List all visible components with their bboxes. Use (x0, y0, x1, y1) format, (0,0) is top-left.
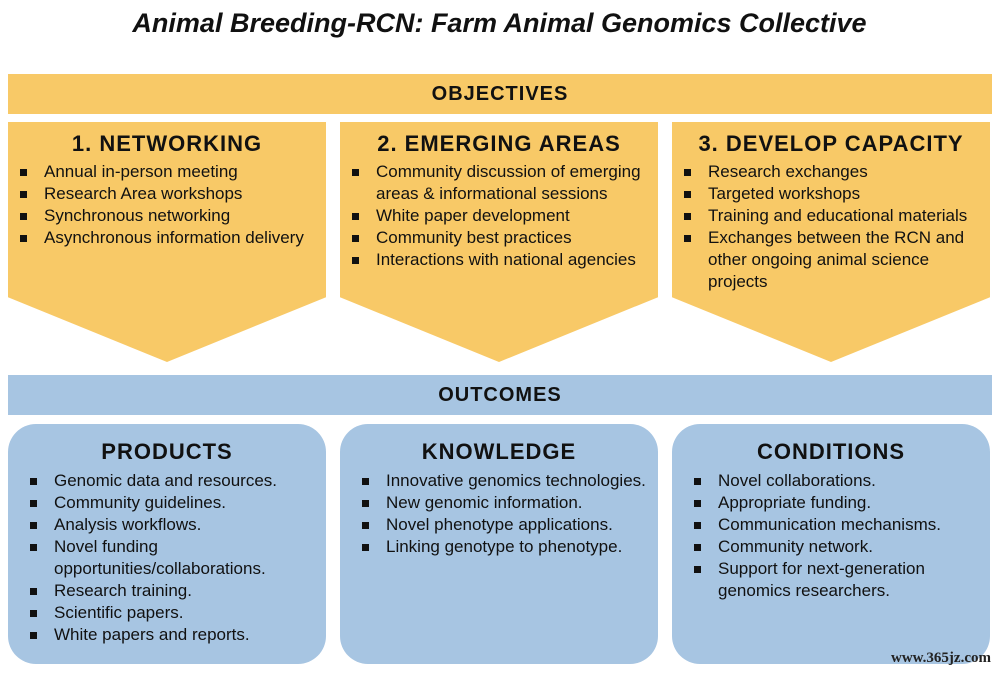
outcome-list: Genomic data and resources. Community gu… (8, 470, 326, 646)
outcome-list: Novel collaborations. Appropriate fundin… (672, 470, 990, 602)
list-item: Support for next-generation genomics res… (688, 558, 990, 602)
outcome-heading: PRODUCTS (101, 439, 233, 464)
list-item: Training and educational materials (678, 205, 990, 227)
list-item: Analysis workflows. (24, 514, 326, 536)
outcomes-banner: OUTCOMES (8, 375, 992, 415)
list-item: New genomic information. (356, 492, 658, 514)
outcome-heading: KNOWLEDGE (421, 439, 577, 464)
list-item: Synchronous networking (14, 205, 326, 227)
list-item: Asynchronous information delivery (14, 227, 326, 249)
list-item: Annual in-person meeting (14, 161, 326, 183)
list-item: Genomic data and resources. (24, 470, 326, 492)
watermark: www.365jz.com (891, 650, 991, 666)
list-item: Community network. (688, 536, 990, 558)
list-item: Exchanges between the RCN and other ongo… (678, 227, 990, 293)
list-item: Innovative genomics technologies. (356, 470, 658, 492)
objective-networking: 1. NETWORKING Annual in-person meeting R… (8, 122, 326, 362)
objective-list: Annual in-person meeting Research Area w… (8, 161, 326, 249)
list-item: White paper development (346, 205, 658, 227)
objective-develop-capacity: 3. DEVELOP CAPACITY Research exchanges T… (672, 122, 990, 362)
objectives-banner: OBJECTIVES (8, 74, 992, 114)
diagram-title: Animal Breeding-RCN: Farm Animal Genomic… (132, 8, 867, 38)
outcome-heading: CONDITIONS (756, 439, 906, 464)
objective-heading: 3. DEVELOP CAPACITY (698, 131, 964, 156)
list-item: Communication mechanisms. (688, 514, 990, 536)
outcome-conditions: CONDITIONS Novel collaborations. Appropr… (672, 424, 990, 664)
outcome-knowledge: KNOWLEDGE Innovative genomics technologi… (340, 424, 658, 664)
list-item: Targeted workshops (678, 183, 990, 205)
list-item: Community guidelines. (24, 492, 326, 514)
list-item: White papers and reports. (24, 624, 326, 646)
list-item: Community best practices (346, 227, 658, 249)
objective-list: Community discussion of emerging areas &… (340, 161, 658, 271)
list-item: Novel collaborations. (688, 470, 990, 492)
list-item: Novel phenotype applications. (356, 514, 658, 536)
outcome-list: Innovative genomics technologies. New ge… (340, 470, 658, 558)
objective-emerging-areas: 2. EMERGING AREAS Community discussion o… (340, 122, 658, 362)
list-item: Linking genotype to phenotype. (356, 536, 658, 558)
list-item: Novel funding opportunities/collaboratio… (24, 536, 326, 580)
list-item: Research training. (24, 580, 326, 602)
list-item: Scientific papers. (24, 602, 326, 624)
objective-heading: 1. NETWORKING (71, 131, 263, 156)
list-item: Interactions with national agencies (346, 249, 658, 271)
list-item: Research Area workshops (14, 183, 326, 205)
list-item: Research exchanges (678, 161, 990, 183)
objective-list: Research exchanges Targeted workshops Tr… (672, 161, 990, 293)
list-item: Community discussion of emerging areas &… (346, 161, 658, 205)
objective-heading: 2. EMERGING AREAS (377, 131, 621, 156)
list-item: Appropriate funding. (688, 492, 990, 514)
outcome-products: PRODUCTS Genomic data and resources. Com… (8, 424, 326, 664)
